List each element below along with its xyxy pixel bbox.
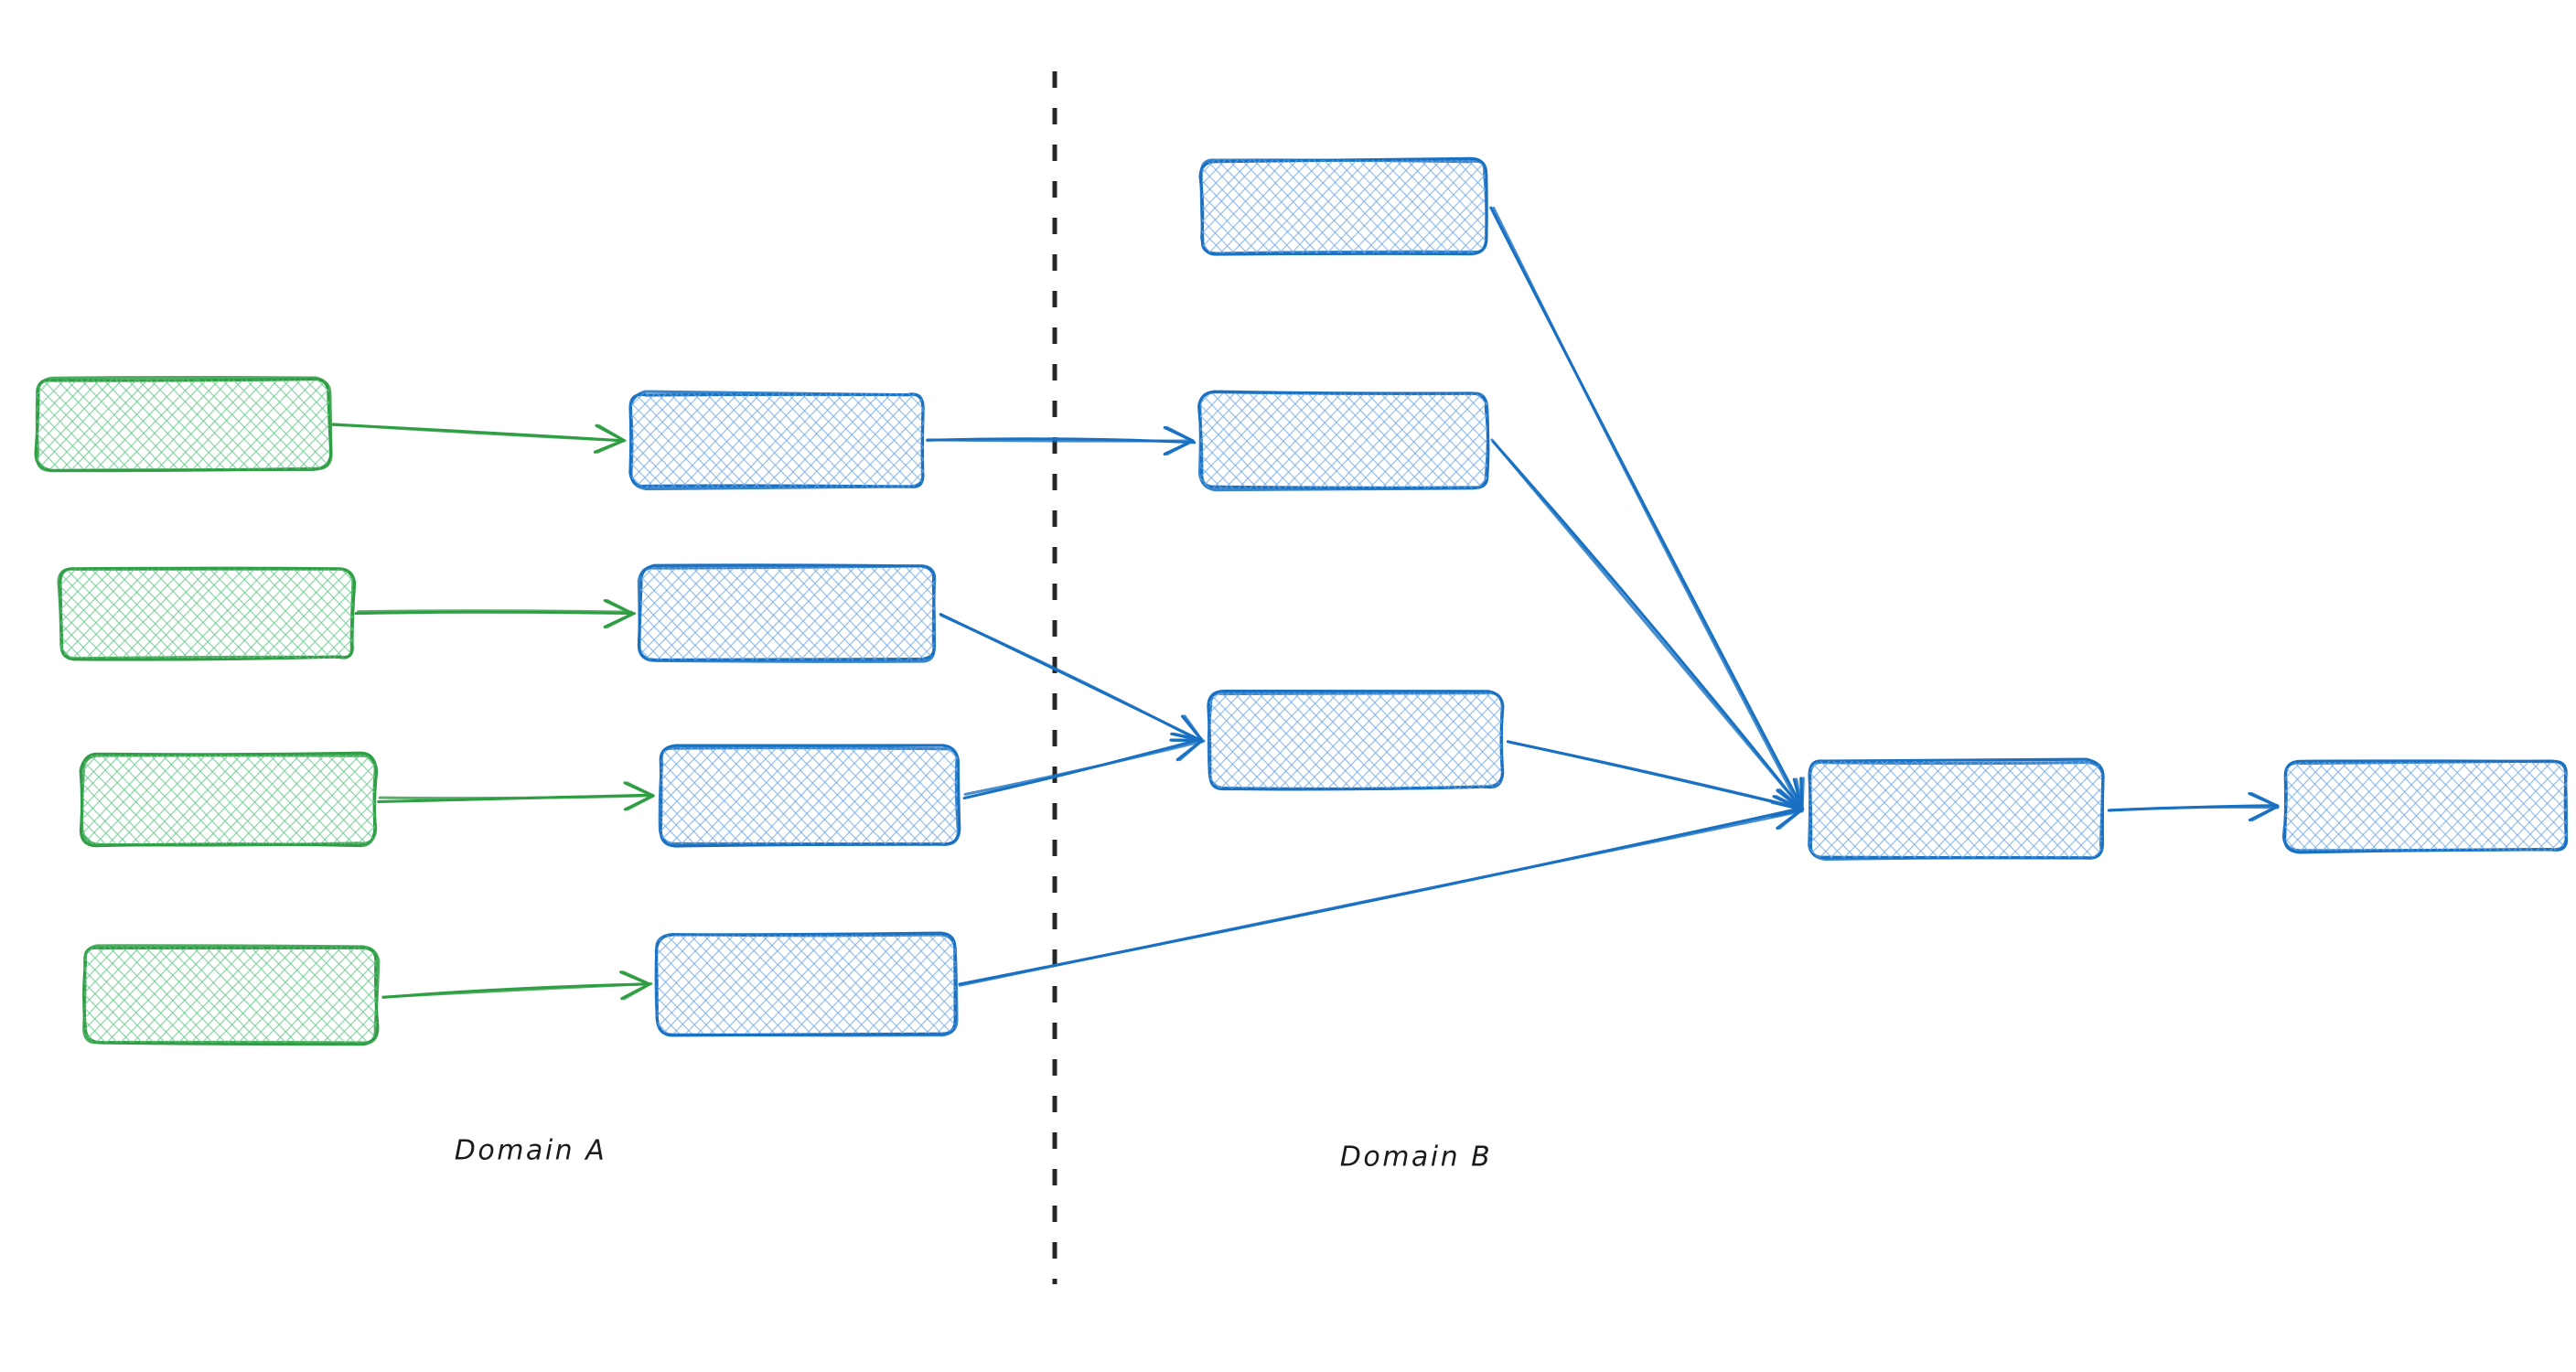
- node-a-proc-3[interactable]: [658, 744, 961, 848]
- label-domain-a: Domain A: [454, 1134, 607, 1167]
- edge-e-h3: [1506, 740, 1804, 818]
- edge-e-h2: [1490, 438, 1805, 811]
- edge-e-h1: [1489, 206, 1805, 813]
- node-a-src-1[interactable]: [34, 375, 333, 473]
- node-a-src-2[interactable]: [57, 566, 357, 661]
- edge-e-c4: [958, 800, 1804, 987]
- edge-e-c2: [939, 613, 1204, 744]
- node-a-src-4[interactable]: [82, 944, 381, 1046]
- edge-e-a2: [354, 598, 636, 629]
- edge-e-a3: [377, 781, 655, 811]
- label-domain-b: Domain B: [1339, 1141, 1493, 1174]
- edge-e-out: [2107, 791, 2280, 822]
- edge-e-a1: [331, 423, 627, 454]
- edge-e-a4: [381, 970, 653, 1001]
- node-a-proc-4[interactable]: [654, 931, 959, 1037]
- edge-e-c1: [926, 425, 1197, 456]
- edge-e-c3: [962, 732, 1206, 800]
